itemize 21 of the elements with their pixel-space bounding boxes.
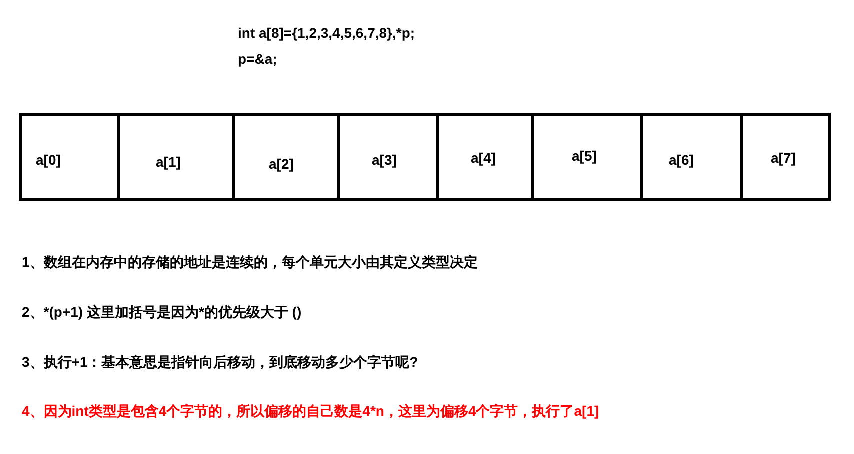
array-cell (740, 113, 831, 201)
note-text: 2、*(p+1) 这里加括号是因为*的优先级大于 () (22, 303, 302, 321)
array-cell (117, 113, 235, 201)
array-cell (531, 113, 643, 201)
cell-label: a[4] (471, 150, 496, 166)
array-cell (640, 113, 743, 201)
code-line: int a[8]={1,2,3,4,5,6,7,8},*p; (238, 24, 416, 42)
note-text: 1、数组在内存中的存储的地址是连续的，每个单元大小由其定义类型决定 (22, 253, 478, 271)
cell-label: a[5] (572, 148, 597, 164)
cell-label: a[7] (771, 150, 796, 166)
cell-label: a[0] (36, 152, 61, 168)
cell-label: a[3] (372, 152, 397, 168)
note-text: 4、因为int类型是包含4个字节的，所以偏移的自己数是4*n，这里为偏移4个字节，执行了a[1] (22, 402, 600, 420)
cell-label: a[1] (156, 154, 181, 170)
cell-label: a[2] (269, 156, 294, 172)
code-line: p=&a; (238, 50, 278, 68)
array-cell (232, 113, 340, 201)
note-text: 3、执行+1：基本意思是指针向后移动，到底移动多少个字节呢? (22, 353, 418, 371)
cell-label: a[6] (669, 152, 694, 168)
array-cell (337, 113, 439, 201)
array-cell (436, 113, 534, 201)
